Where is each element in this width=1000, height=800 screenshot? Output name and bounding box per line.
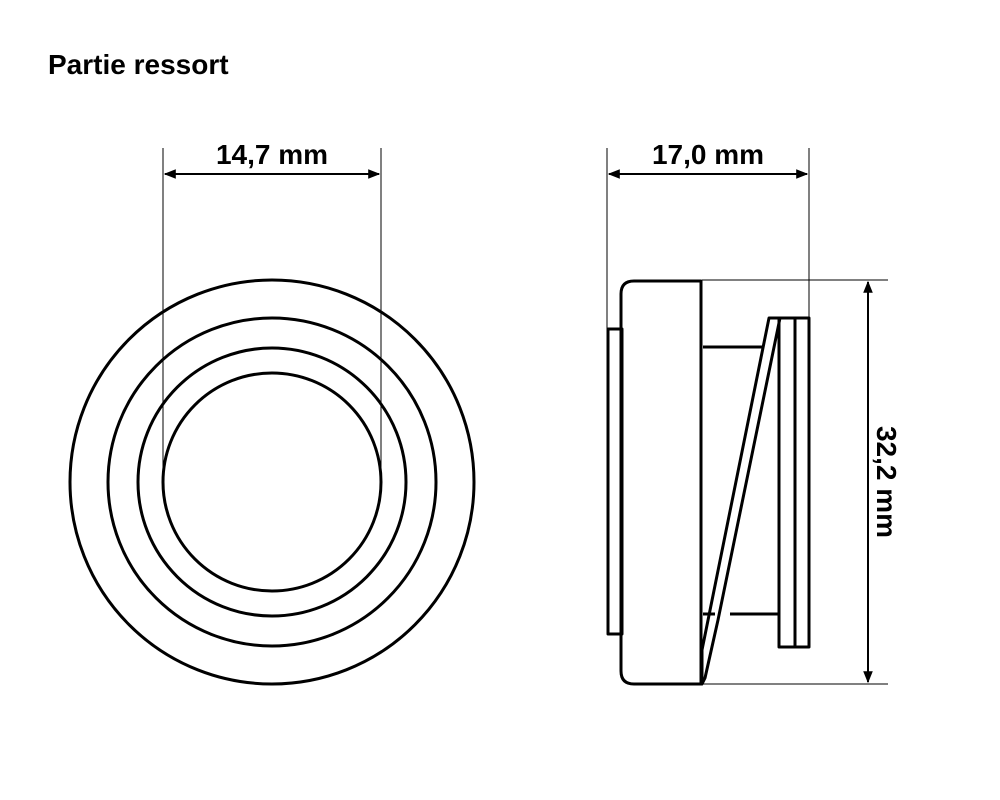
front-plate-outer <box>777 316 797 649</box>
second-ring <box>106 316 438 648</box>
side-view: 17,0 mm 32,2 mm <box>606 139 902 686</box>
front-width-label: 14,7 mm <box>216 139 328 170</box>
third-ring <box>136 346 408 618</box>
page-title: Partie ressort <box>48 49 229 80</box>
front-plate-inner <box>793 316 811 649</box>
side-height-label: 32,2 mm <box>871 426 902 538</box>
main-collar <box>619 279 703 686</box>
inner-body <box>703 345 779 616</box>
spring-band <box>700 316 782 686</box>
inner-ring <box>161 371 383 593</box>
side-length-label: 17,0 mm <box>652 139 764 170</box>
front-view: 14,7 mm <box>68 139 476 686</box>
outer-ring <box>68 278 476 686</box>
